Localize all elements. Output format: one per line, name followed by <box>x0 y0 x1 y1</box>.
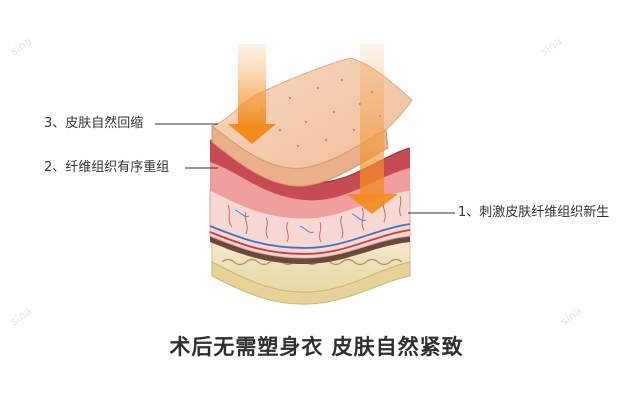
label-fiber-regeneration: 1、刺激皮肤纤维组织新生 <box>458 205 609 221</box>
label-fiber-reorganization: 2、纤维组织有序重组 <box>44 160 169 176</box>
diagram-caption: 术后无需塑身衣 皮肤自然紧致 <box>0 331 633 361</box>
label-skin-retraction: 3、皮肤自然回缩 <box>44 116 143 132</box>
